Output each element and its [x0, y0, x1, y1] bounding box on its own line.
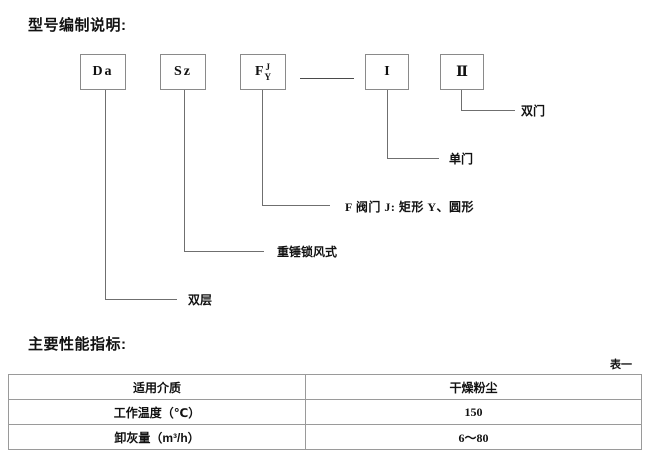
- code-box-ii-label: Ⅱ: [456, 64, 468, 80]
- leader-line-shuangceng-horizontal: [105, 299, 177, 300]
- leader-line-shuangmen-vertical: [461, 90, 462, 111]
- leader-line-shuangmen-horizontal: [461, 110, 515, 111]
- table-row: 工作温度（℃） 150: [8, 399, 642, 425]
- table-cell-label: 工作温度（℃）: [8, 399, 306, 425]
- code-box-sz-label: Sz: [174, 64, 192, 79]
- performance-table: 适用介质 干燥粉尘 工作温度（℃） 150 卸灰量（m³/h） 6～80: [8, 374, 642, 450]
- code-box-fjy-superscript: J: [265, 61, 271, 72]
- code-box-da-label: Da: [92, 64, 114, 79]
- leader-line-danmen-horizontal: [387, 158, 439, 159]
- annotation-zhongchui: 重锤锁风式: [277, 245, 338, 259]
- page-title-model-code: 型号编制说明:: [28, 17, 127, 34]
- table-row: 适用介质 干燥粉尘: [8, 374, 642, 400]
- code-box-ii: Ⅱ: [440, 54, 484, 90]
- table-cell-label: 适用介质: [8, 374, 306, 400]
- code-box-i-label: I: [384, 64, 390, 79]
- code-box-fjy: F J Y: [240, 54, 286, 90]
- annotation-famen: F 阀门 J: 矩形 Y、圆形: [345, 200, 475, 214]
- dash-connector-line: [300, 78, 354, 79]
- code-box-fjy-subscript: Y: [264, 71, 272, 82]
- table-row: 卸灰量（m³/h） 6～80: [8, 424, 642, 450]
- leader-line-shuangceng-vertical: [105, 90, 106, 300]
- code-box-sz: Sz: [160, 54, 206, 90]
- table-cell-value: 干燥粉尘: [305, 374, 642, 400]
- table-caption: 表一: [610, 359, 632, 371]
- code-box-fjy-base: F: [254, 64, 264, 79]
- code-box-da: Da: [80, 54, 126, 90]
- annotation-danmen: 单门: [449, 152, 474, 166]
- leader-line-zhongchui-vertical: [184, 90, 185, 252]
- leader-line-danmen-vertical: [387, 90, 388, 159]
- code-box-fjy-stack: J Y: [264, 61, 272, 82]
- table-cell-value: 6～80: [305, 424, 642, 450]
- page-title-performance: 主要性能指标:: [28, 336, 127, 353]
- model-code-diagram: Da Sz F J Y I Ⅱ 双门 单门 F 阀门 J: 矩形 Y、圆形 重锤…: [80, 54, 546, 307]
- table-cell-value: 150: [305, 399, 642, 425]
- leader-line-famen-horizontal: [262, 205, 330, 206]
- leader-line-zhongchui-horizontal: [184, 251, 264, 252]
- annotation-shuangceng: 双层: [188, 293, 213, 307]
- leader-line-famen-vertical: [262, 90, 263, 206]
- table-cell-label: 卸灰量（m³/h）: [8, 424, 306, 450]
- code-box-fjy-composite: F J Y: [254, 61, 272, 82]
- annotation-shuangmen: 双门: [521, 104, 546, 118]
- code-box-i: I: [365, 54, 409, 90]
